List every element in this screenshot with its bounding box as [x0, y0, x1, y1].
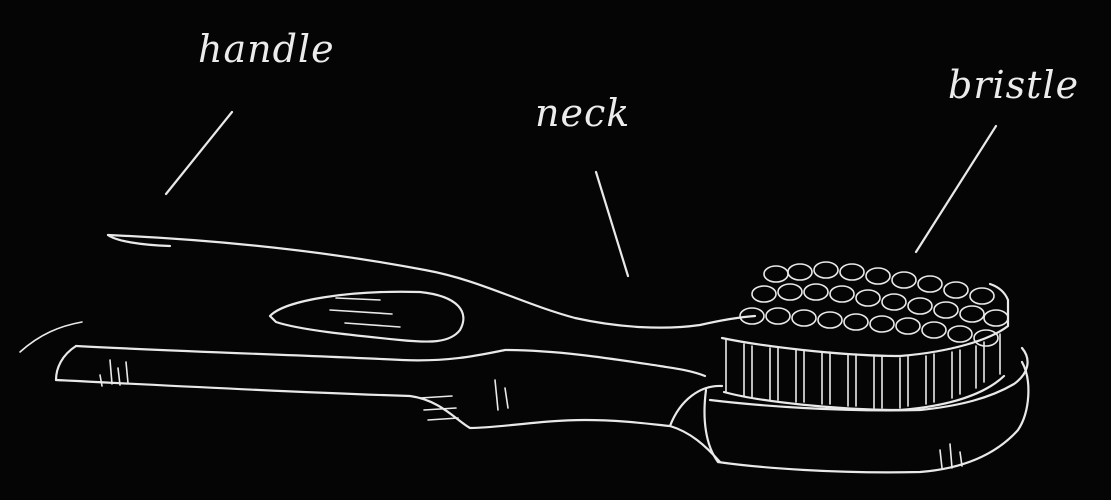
tuft-top — [944, 282, 968, 298]
tuft-column — [934, 352, 952, 402]
tuft-top — [908, 298, 932, 314]
bristle-tops — [740, 262, 1008, 346]
tuft-column — [726, 340, 744, 396]
tuft-column — [856, 354, 874, 408]
tuft-top — [870, 316, 894, 332]
tuft-top — [922, 322, 946, 338]
tuft-top — [948, 326, 972, 342]
tuft-top — [892, 272, 916, 288]
tuft-top — [764, 266, 788, 282]
tuft-column — [804, 350, 822, 404]
handle-side-lower — [56, 380, 720, 462]
tuft-top — [896, 318, 920, 334]
tuft-top — [934, 302, 958, 318]
bristle-columns — [722, 284, 1008, 410]
tuft-top — [792, 310, 816, 326]
tuft-top — [856, 290, 880, 306]
grip-streak-2 — [330, 310, 392, 314]
tuft-column — [752, 346, 770, 400]
tuft-column — [882, 356, 900, 408]
tuft-top — [788, 264, 812, 280]
tuft-top — [804, 284, 828, 300]
tuft-top — [766, 308, 790, 324]
tuft-column — [960, 346, 976, 394]
neck-lower-edge — [670, 386, 722, 426]
tuft-top — [970, 288, 994, 304]
tuft-column — [830, 352, 848, 406]
tuft-top — [960, 306, 984, 322]
grip-streak-3 — [345, 323, 400, 327]
toothbrush-outline — [20, 235, 1028, 472]
handle-side-upper — [76, 346, 705, 376]
tuft-top — [984, 310, 1008, 326]
tuft-column — [778, 348, 796, 402]
tuft-column — [908, 356, 926, 406]
label-neck: neck — [535, 91, 630, 135]
brush-head-base — [710, 348, 1028, 410]
tuft-top — [882, 294, 906, 310]
handle-top-edge — [108, 235, 755, 328]
tuft-top — [866, 268, 890, 284]
leader-line-neck — [596, 172, 628, 276]
tuft-top — [752, 286, 776, 302]
tuft-top — [818, 312, 842, 328]
grip-streak-1 — [336, 298, 380, 300]
handle-end-cap — [56, 346, 76, 380]
leader-line-bristle — [916, 126, 996, 252]
tick-marks-mid — [495, 380, 508, 410]
tuft-top — [778, 284, 802, 300]
tuft-top — [840, 264, 864, 280]
tuft-top — [814, 262, 838, 278]
bristle-tufts — [722, 262, 1008, 410]
tuft-top — [830, 286, 854, 302]
leader-line-handle — [166, 112, 232, 194]
tuft-top — [918, 276, 942, 292]
tuft-top — [844, 314, 868, 330]
label-bristle: bristle — [948, 63, 1079, 107]
label-handle: handle — [198, 27, 335, 71]
